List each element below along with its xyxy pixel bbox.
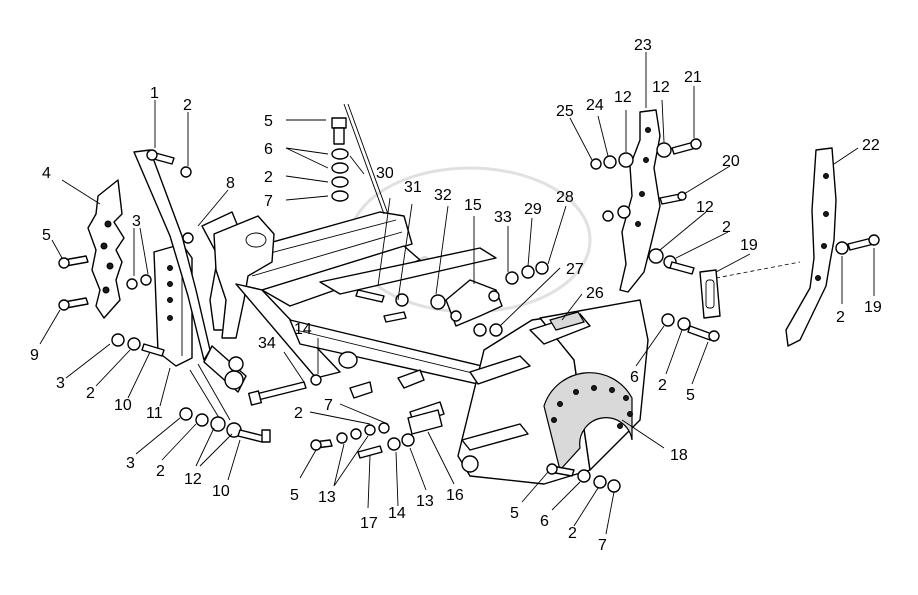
left-side-plate [87, 179, 125, 319]
callout-30: 30 [376, 165, 394, 182]
callout-2: 2 [156, 463, 165, 480]
callout-9: 9 [30, 347, 39, 364]
callout-19: 19 [740, 237, 758, 254]
long-bolt [247, 374, 322, 406]
callout-2: 2 [568, 525, 577, 542]
right-bracket-assembly [457, 299, 649, 485]
callout-6: 6 [540, 513, 549, 530]
callout-1: 1 [150, 85, 159, 102]
callout-2: 2 [183, 97, 192, 114]
callout-24: 24 [586, 97, 604, 114]
callout-3: 3 [56, 375, 65, 392]
callout-21: 21 [684, 69, 702, 86]
callout-2: 2 [86, 385, 95, 402]
callout-27: 27 [566, 261, 584, 278]
callout-18: 18 [670, 447, 688, 464]
callout-7: 7 [324, 397, 333, 414]
fasteners [58, 117, 880, 493]
callout-labels: 1 2 4 8 3 5 9 3 2 10 11 3 2 12 10 5 6 2 … [30, 37, 882, 554]
callout-10: 10 [114, 397, 132, 414]
callout-12: 12 [652, 79, 670, 96]
callout-2: 2 [836, 309, 845, 326]
callout-28: 28 [556, 189, 574, 206]
callout-31: 31 [404, 179, 422, 196]
callout-2: 2 [264, 169, 273, 186]
callout-4: 4 [42, 165, 51, 182]
small-plate [407, 409, 443, 435]
link-plate [699, 261, 801, 319]
callout-6: 6 [264, 141, 273, 158]
callout-12: 12 [696, 199, 714, 216]
callout-14: 14 [388, 505, 406, 522]
callout-32: 32 [434, 187, 452, 204]
callout-26: 26 [586, 285, 604, 302]
callout-7: 7 [264, 193, 273, 210]
callout-5: 5 [290, 487, 299, 504]
callout-20: 20 [722, 153, 740, 170]
callout-13: 13 [416, 493, 434, 510]
upper-rod [343, 103, 389, 215]
callout-7: 7 [598, 537, 607, 554]
callout-2: 2 [722, 219, 731, 236]
callout-10: 10 [212, 483, 230, 500]
far-right-plate [785, 147, 837, 347]
callout-15: 15 [464, 197, 482, 214]
callout-2: 2 [294, 405, 303, 422]
callout-23: 23 [634, 37, 652, 54]
callout-16: 16 [446, 487, 464, 504]
callout-3: 3 [126, 455, 135, 472]
callout-29: 29 [524, 201, 542, 218]
callout-5: 5 [42, 227, 51, 244]
leader-lines [39, 52, 875, 535]
callout-22: 22 [862, 137, 880, 154]
callout-5: 5 [510, 505, 519, 522]
callout-14: 14 [294, 321, 312, 338]
callout-34: 34 [258, 335, 276, 352]
callout-13: 13 [318, 489, 336, 506]
callout-33: 33 [494, 209, 512, 226]
callout-5: 5 [264, 113, 273, 130]
callout-8: 8 [226, 175, 235, 192]
callout-2: 2 [658, 377, 667, 394]
callout-19: 19 [864, 299, 882, 316]
callout-11: 11 [146, 405, 163, 422]
callout-5: 5 [686, 387, 695, 404]
callout-12: 12 [614, 89, 632, 106]
callout-17: 17 [360, 515, 378, 532]
callout-12: 12 [184, 471, 202, 488]
top-bracket [445, 279, 503, 327]
callout-25: 25 [556, 103, 574, 120]
callout-6: 6 [630, 369, 639, 386]
callout-3: 3 [132, 213, 141, 230]
